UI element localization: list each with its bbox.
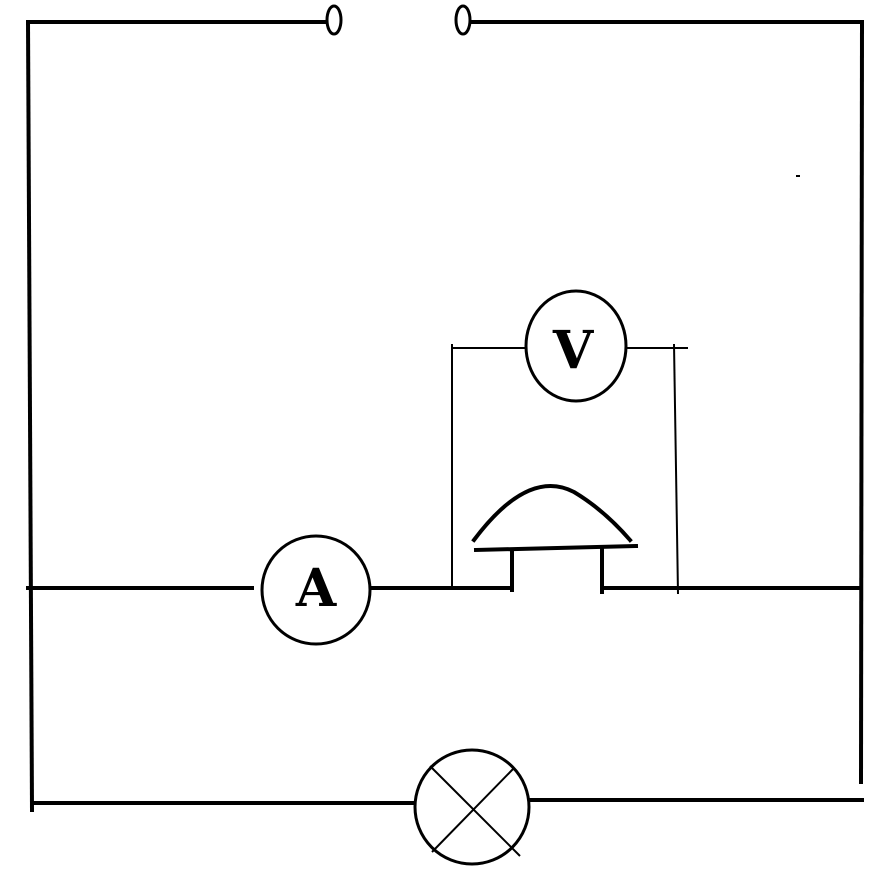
buzzer-base bbox=[473, 543, 639, 553]
lamp-cross-icon bbox=[413, 748, 531, 866]
ammeter-label: A bbox=[295, 558, 337, 619]
lamp-cross-b bbox=[429, 765, 521, 857]
voltmeter-body bbox=[524, 289, 628, 403]
left-wire bbox=[25, 19, 35, 813]
voltmeter-wire-right-vertical bbox=[673, 343, 679, 595]
voltmeter-branch bbox=[451, 343, 688, 595]
ammeter-body bbox=[260, 534, 372, 646]
terminal-left bbox=[325, 4, 343, 36]
buzzer-dome bbox=[471, 484, 633, 543]
buzzer-bell-icon bbox=[471, 484, 639, 594]
voltmeter: V bbox=[524, 289, 628, 403]
power-terminals bbox=[325, 4, 472, 36]
terminal-right bbox=[454, 4, 472, 36]
right-wire bbox=[858, 19, 865, 785]
voltmeter-label: V bbox=[552, 320, 595, 381]
ammeter: A bbox=[260, 534, 372, 646]
